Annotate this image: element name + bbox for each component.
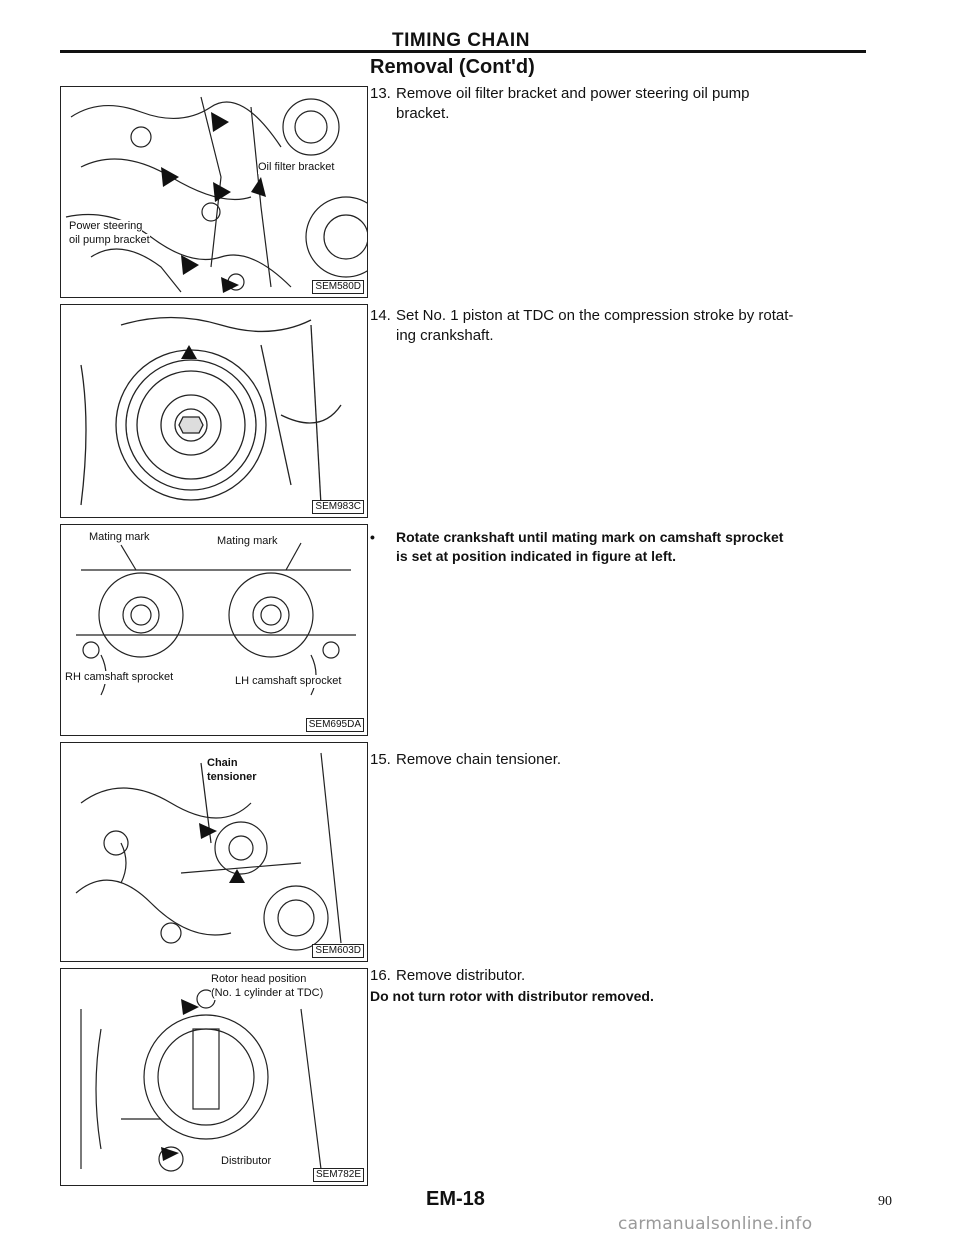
step-text-continued: bracket.: [396, 105, 450, 122]
warning-text: Do not turn rotor with distributor remov…: [370, 988, 654, 1004]
figure-code: SEM983C: [312, 500, 364, 514]
figure-label: Power steering: [69, 220, 143, 233]
figure-code: SEM782E: [312, 1168, 364, 1182]
footer-page-code: EM-18: [426, 1188, 485, 1210]
figure-camshaft-sprockets: Mating mark Mating mark RH camshaft spro…: [60, 524, 368, 736]
step-text: Remove distributor.: [396, 967, 526, 984]
step-text: Remove chain tensioner.: [396, 751, 562, 768]
figure-label: Mating mark: [217, 535, 278, 548]
figure-label: (No. 1 cylinder at TDC): [211, 987, 324, 1000]
figure-crankshaft-pulley: SEM983C: [60, 304, 368, 518]
figure-label: Chain: [207, 757, 238, 770]
step-16: 16. Remove distributor.: [370, 966, 870, 986]
step-15: 15. Remove chain tensioner.: [370, 750, 870, 770]
watermark: carmanualsonline.info: [618, 1214, 813, 1234]
page-number: 90: [878, 1194, 892, 1209]
step-13: 13. Remove oil filter bracket and power s…: [370, 84, 870, 124]
bullet-text: Rotate crankshaft until mating mark on c…: [396, 529, 784, 545]
figure-label: Oil filter bracket: [258, 161, 335, 174]
step-text: Set No. 1 piston at TDC on the compressi…: [396, 307, 794, 324]
step-number: 13.: [370, 85, 391, 102]
figure-label: Mating mark: [89, 531, 150, 544]
figure-code: SEM580D: [312, 280, 364, 294]
bullet-icon: •: [370, 529, 375, 545]
chain-tensioner-icon: [75, 752, 342, 951]
step-number: 15.: [370, 751, 391, 768]
figure-label: oil pump bracket: [69, 234, 150, 247]
figure-oil-filter-bracket: Oil filter bracket Power steering oil pu…: [60, 86, 368, 298]
header-rule: [60, 50, 866, 53]
step-number: 14.: [370, 307, 391, 324]
figure-chain-tensioner: Chain tensioner SEM603D: [60, 742, 368, 962]
camshaft-sprocket-icon: [76, 542, 356, 696]
figure-distributor: Rotor head position (No. 1 cylinder at T…: [60, 968, 368, 1186]
bullet-note: • Rotate crankshaft until mating mark on …: [370, 528, 870, 566]
figure-label: Distributor: [221, 1155, 272, 1168]
page-header-title: TIMING CHAIN: [392, 30, 530, 51]
figure-label: RH camshaft sprocket: [65, 671, 174, 684]
section-title: Removal (Cont'd): [370, 56, 535, 78]
figure-code: SEM603D: [312, 944, 364, 958]
figure-label: Rotor head position: [211, 973, 307, 986]
figure-code: SEM695DA: [305, 718, 364, 732]
step-text: Remove oil filter bracket and power stee…: [396, 85, 750, 102]
distributor-icon: [80, 988, 322, 1172]
step-14: 14. Set No. 1 piston at TDC on the compre…: [370, 306, 870, 346]
step-number: 16.: [370, 967, 391, 984]
crankshaft-pulley-icon: [80, 316, 342, 506]
figure-label: tensioner: [207, 771, 257, 784]
step-text-continued: ing crankshaft.: [396, 327, 494, 344]
figure-label: LH camshaft sprocket: [235, 675, 342, 688]
engine-illustration-icon: [65, 96, 367, 293]
bullet-text-continued: is set at position indicated in figure a…: [396, 548, 677, 564]
